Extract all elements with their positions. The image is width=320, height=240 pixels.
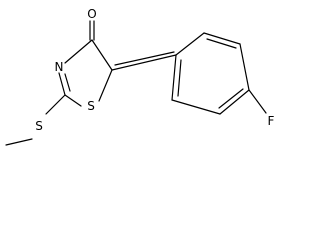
bond-c5-ch-outer [111,54,177,71]
benzylidene-linker [111,51,177,71]
thioether-sulfur-label: S [35,119,43,133]
bond-ar6-ar1 [171,54,177,101]
bond-ar2-ar3 [203,32,241,45]
fluorine-label: F [268,114,275,128]
bond-c2-n3-inner [64,73,71,92]
methylthio-group [5,94,66,146]
fluorophenyl-ring [171,32,267,115]
bond-c4-c5 [91,39,113,71]
bond-c2-s-methyl [45,94,66,115]
bond-ar2-ar3-double [206,38,237,49]
bond-ar4-f [248,89,267,114]
bond-s-ch3 [5,138,33,146]
bond-ar5-ar6 [171,99,221,115]
bond-ar1-ar2 [175,32,205,56]
bond-ar3-ar4 [239,43,250,91]
bond-c5-ch-inner [114,51,175,66]
thiazolone-ring [58,20,113,107]
bond-s1-c2 [64,94,82,107]
nitrogen-label: N [55,60,64,74]
bond-c2-n3-outer [58,72,66,96]
background [0,0,282,157]
bond-c5-s1 [98,69,113,102]
bond-ar6-ar1-double [177,59,182,97]
bond-ar4-ar5 [219,89,250,115]
oxygen-label: O [87,7,96,21]
bond-n3-c4 [64,39,93,64]
bond-ar4-ar5-double [218,88,244,109]
ring-sulfur-label: S [87,99,95,113]
molecule-structure: O N S S F [0,0,282,157]
